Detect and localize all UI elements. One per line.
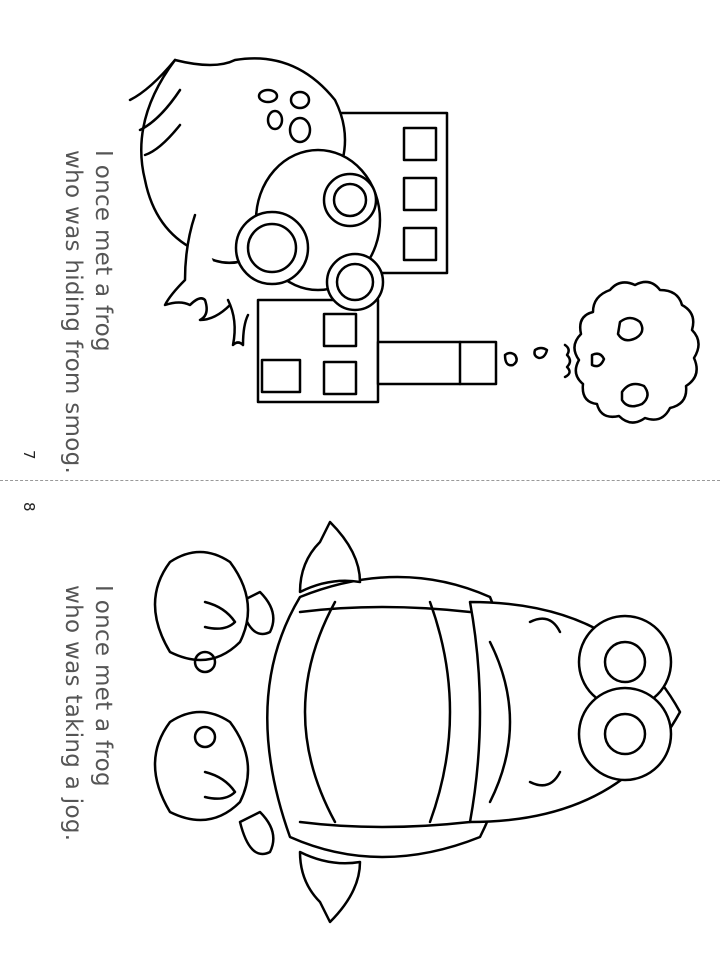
frog-mouth — [488, 640, 512, 804]
smokestack — [376, 340, 498, 386]
jogging-frog — [153, 520, 682, 924]
factory-lower-block — [256, 298, 380, 404]
frog-eye-bottom — [577, 686, 673, 782]
shoe-top — [153, 550, 250, 662]
hiding-frog-illustration — [128, 57, 385, 347]
smog-cloud-illustration — [503, 280, 700, 424]
page-fold-line — [0, 480, 720, 481]
frog-eye-left — [234, 210, 310, 286]
frog-eye-right — [325, 252, 385, 312]
frog-eye-top — [322, 172, 378, 228]
frog-body — [266, 575, 514, 859]
page-7: I once met a frog who was hiding from sm… — [20, 57, 700, 474]
jogging-frog-illustration — [153, 520, 682, 924]
shoe-bottom — [153, 710, 250, 822]
page-8: I once met a frog who was taking a jog. … — [0, 482, 720, 960]
frog-hiding-from-smog-illustration — [128, 57, 700, 424]
